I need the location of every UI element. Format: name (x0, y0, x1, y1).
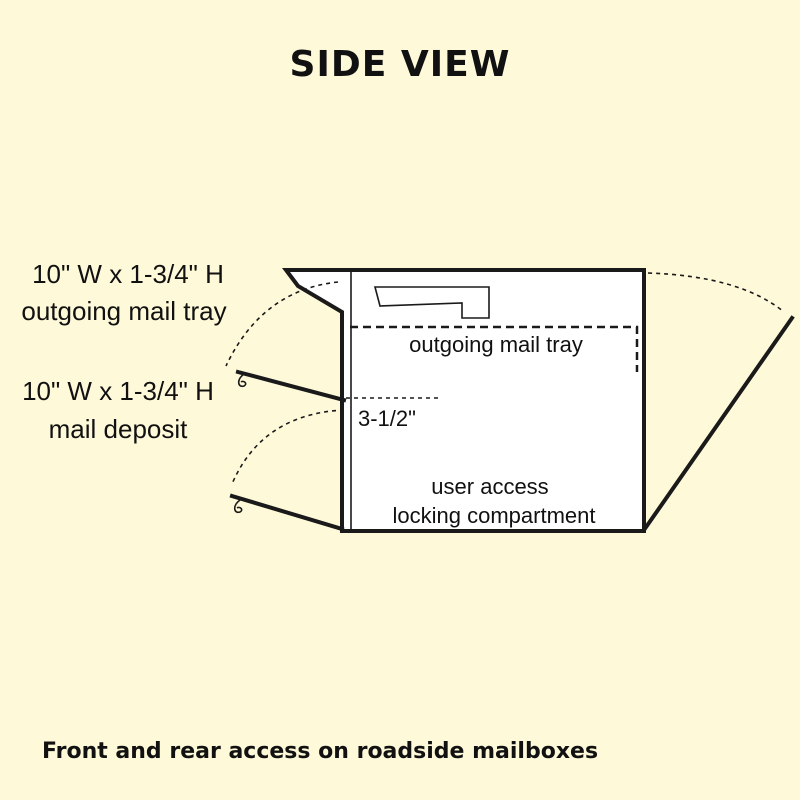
diagram-caption: Front and rear access on roadside mailbo… (42, 739, 598, 764)
compartment-label-line1: user access (431, 474, 548, 499)
mailbox-body (286, 270, 644, 531)
compartment-door-handle-icon (233, 499, 243, 514)
outgoing-tray-name-label: outgoing mail tray (21, 296, 226, 326)
deposit-size-label: 10" W x 1-3/4" H (22, 376, 214, 406)
tray-door-swing-arc (225, 281, 339, 367)
compartment-label-line2: locking compartment (393, 503, 596, 528)
diagram-title: SIDE VIEW (290, 44, 511, 85)
outgoing-tray-shelf (350, 325, 639, 372)
deposit-door-handle-icon (237, 373, 247, 388)
outgoing-tray-flag-icon (373, 286, 490, 319)
deposit-door (235, 369, 347, 403)
rear-door-swing-arc (647, 272, 785, 313)
inner-tray-label: outgoing mail tray (409, 332, 583, 357)
outgoing-tray-size-label: 10" W x 1-3/4" H (32, 259, 224, 289)
compartment-door (229, 493, 345, 532)
compartment-door-swing-arc (231, 409, 345, 485)
rear-door (641, 315, 795, 533)
deposit-name-label: mail deposit (49, 414, 189, 444)
height-dimension-label: 3-1/2" (358, 406, 416, 431)
